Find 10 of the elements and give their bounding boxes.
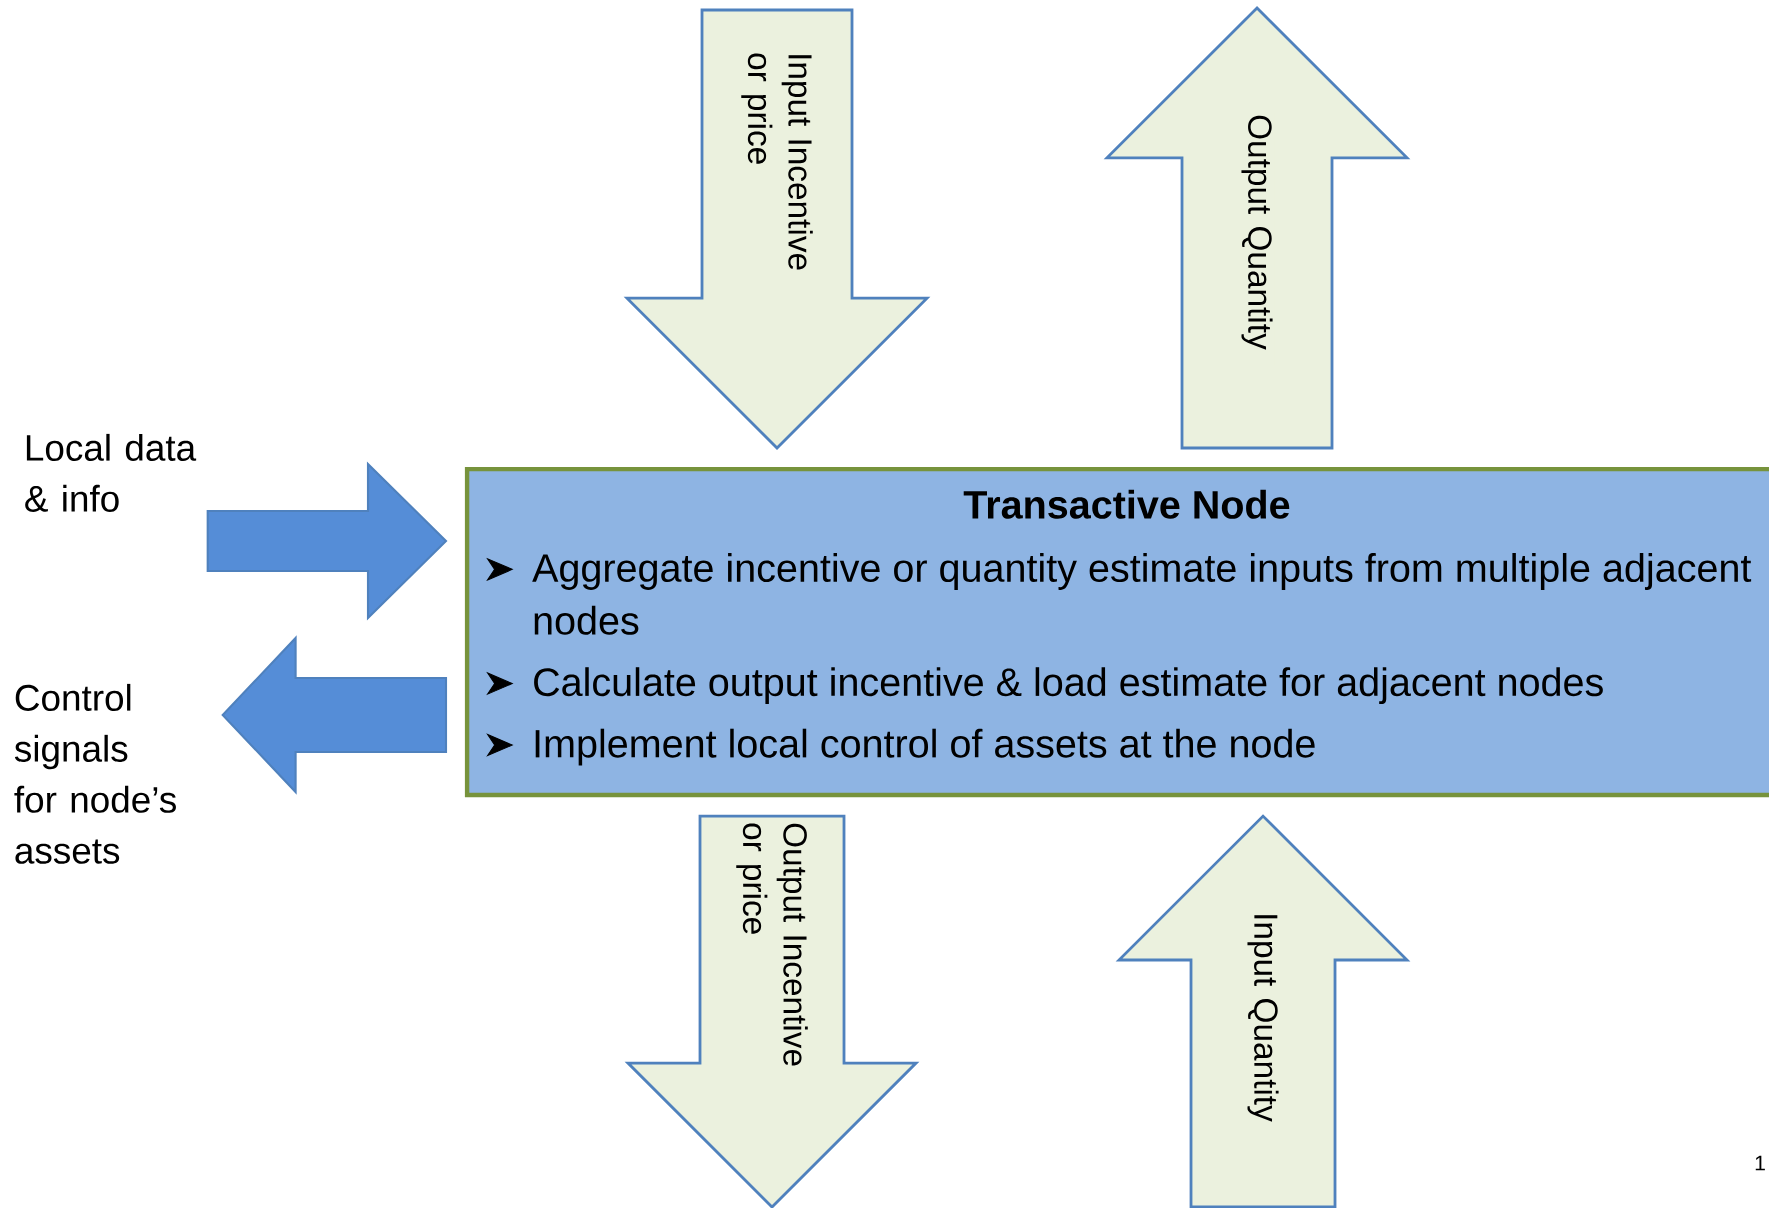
- process-box: Transactive Node Aggregate incentive or quantity estimate inputs from multiple adjacent nodes Calculate output incentive & load estimate for adjacent nodes Implement local control of assets at the node: [464, 466, 1769, 798]
- arrow-label: Input Quantity: [1245, 910, 1281, 1164]
- text-label: Control signals for node’s assets: [14, 683, 176, 864]
- page-number: 1: [1755, 1155, 1765, 1171]
- arrow-label: Output Incentive or price: [734, 820, 810, 1074]
- text-label: Local data & info: [25, 433, 197, 512]
- block-arrow: [221, 635, 448, 795]
- arrow-label: Output Quantity: [1239, 112, 1275, 366]
- arrow-label: Input Incentive or price: [739, 50, 815, 304]
- block-arrow: [206, 461, 448, 621]
